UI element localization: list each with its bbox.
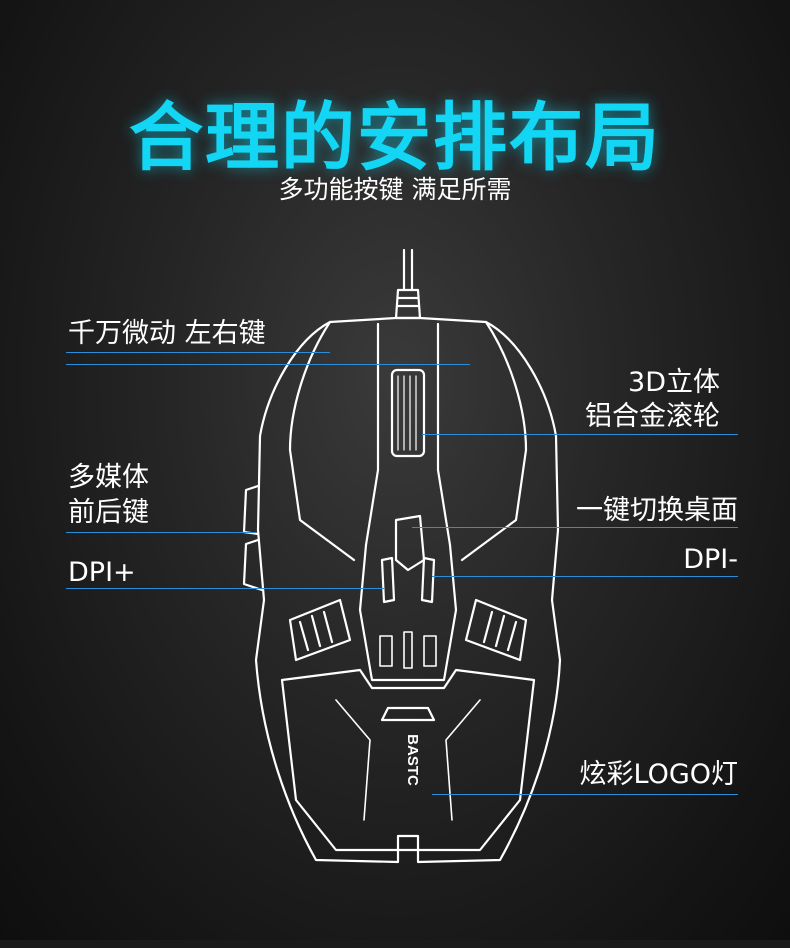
mouse-brand-logo: BASTC	[404, 734, 421, 786]
logo-lens	[380, 706, 436, 722]
media-forward-button	[242, 484, 260, 536]
scroll-wheel	[390, 368, 426, 458]
leader-line	[422, 434, 738, 435]
dpi-minus-button	[420, 556, 436, 604]
mouse-cable	[402, 248, 414, 292]
center-ridge	[364, 322, 452, 547]
right-vents	[464, 598, 528, 662]
left-vents	[288, 598, 352, 662]
dpi-plus-button	[380, 556, 396, 604]
leader-line	[432, 576, 738, 577]
page-subtitle: 多功能按键 满足所需	[278, 175, 512, 204]
label-scroll-wheel-line1: 3D立体	[628, 367, 720, 398]
leader-line	[66, 364, 470, 365]
leader-line	[66, 532, 256, 533]
label-media-keys-line1: 多媒体	[68, 462, 149, 493]
leader-line	[432, 794, 738, 795]
right-button-edge	[460, 320, 528, 562]
palm-rest	[280, 668, 536, 852]
leader-line	[66, 588, 384, 589]
label-dpi-minus: DPI-	[683, 544, 738, 575]
bottom-strip	[0, 940, 790, 948]
left-button-edge	[288, 320, 356, 562]
leader-line	[66, 352, 330, 353]
leader-line	[412, 527, 738, 528]
page-title: 合理的安排布局	[129, 95, 661, 181]
label-logo-light: 炫彩LOGO灯	[579, 759, 738, 790]
label-media-keys-line2: 前后键	[68, 497, 149, 528]
label-scroll-wheel-line2: 铝合金滚轮	[585, 401, 720, 432]
media-back-button	[242, 538, 264, 592]
mouse-shell	[254, 316, 562, 864]
label-dpi-plus: DPI+	[68, 557, 136, 588]
desktop-switch-key	[394, 514, 426, 572]
label-desktop-key: 一键切换桌面	[576, 495, 738, 526]
label-left-right-keys: 千万微动 左右键	[68, 318, 266, 349]
cable-strain-relief	[394, 288, 422, 320]
